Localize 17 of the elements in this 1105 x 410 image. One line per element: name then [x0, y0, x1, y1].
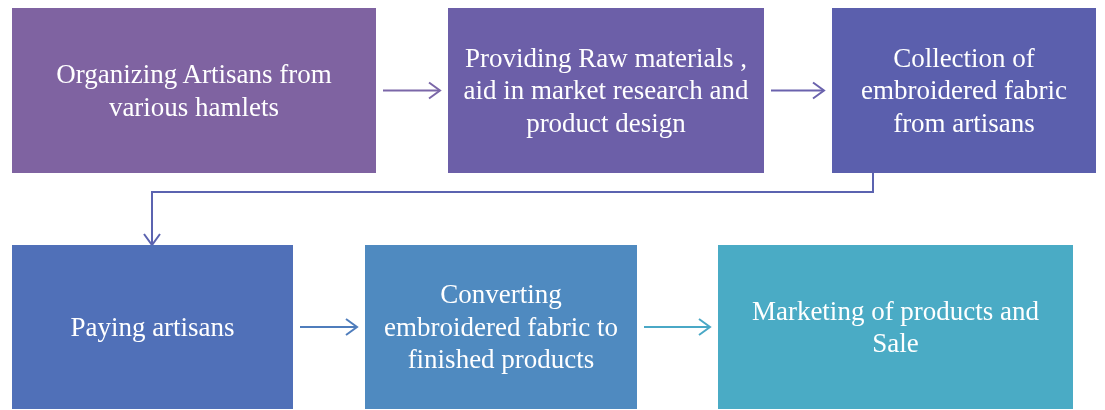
process-box [12, 245, 293, 409]
box-text: Collection of embroidered fabric from artisans [859, 41, 1069, 140]
process-box [718, 245, 1073, 409]
process-box [448, 8, 764, 173]
arrow [382, 81, 441, 100]
arrow [643, 318, 711, 336]
process-box [12, 8, 376, 173]
box-text: Paying artisans [70, 310, 235, 344]
process-box [365, 245, 637, 409]
arrow [299, 318, 358, 336]
arrow [143, 172, 874, 246]
box-text: Marketing of products and Sale [750, 294, 1041, 360]
box-text: Organizing Artisans from various hamlets [55, 58, 333, 123]
box-text: Providing Raw materials , aid in market research and product design [462, 41, 750, 140]
arrow [770, 81, 825, 100]
process-box [832, 8, 1096, 173]
box-text: Converting embroidered fabric to finished products [383, 278, 619, 376]
